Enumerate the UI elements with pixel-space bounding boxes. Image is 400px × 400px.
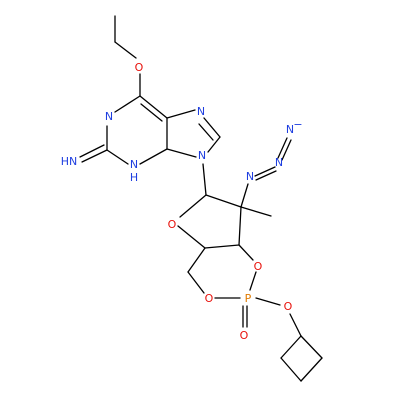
bond-n3-c4 [139, 148, 168, 165]
atom-azide-n3: N [286, 123, 294, 136]
bond-azide-12b [255, 170, 277, 181]
bond-cb-1 [300, 335, 323, 359]
bond-c2p-c3p [238, 206, 242, 246]
bond-n9-c1p [202, 163, 207, 196]
bond-cb-4 [280, 335, 302, 359]
atom-azide-n2: N [275, 156, 283, 169]
atom-o-ester: O [284, 300, 293, 313]
bond-c5-c6-inner [140, 103, 163, 122]
bond-ethyl-2 [114, 41, 137, 59]
bond-n9-c4 [166, 148, 197, 158]
atom-nh-ring: N [130, 158, 138, 171]
atom-o-double: O [240, 329, 249, 342]
atom-o-ethoxy: O [135, 61, 144, 74]
atom-n-ring-top: N [197, 105, 205, 118]
atom-imine-hn: HN [61, 155, 78, 168]
atom-labels: O N N HN N H N N N N − O O O P O O [61, 61, 303, 342]
atom-o-left: O [205, 292, 214, 305]
bond-azide-23a [277, 137, 288, 159]
bond-c5-n7 [166, 109, 196, 119]
bond-c2-n3 [106, 149, 129, 165]
bond-c8-n9 [207, 136, 221, 153]
bond-cb-3 [280, 357, 302, 382]
bond-n7-c8 [203, 117, 221, 138]
atom-azide-n1: N [246, 170, 254, 183]
atom-n9: N [198, 149, 206, 162]
bond-cb-2 [300, 357, 323, 382]
bond-n7-c8-inner [198, 123, 214, 141]
bonds [79, 15, 323, 382]
bond-c1p-c2p [205, 194, 242, 208]
bond-azide-12a [254, 166, 276, 177]
bond-p-oester [255, 297, 281, 306]
atom-azide-minus: − [293, 118, 302, 131]
bond-o-p [249, 271, 257, 291]
atom-n-ring-left: N [105, 110, 113, 123]
bond-c2-imine-b [79, 144, 105, 158]
bond-c5p-o [187, 271, 205, 294]
bond-o4p-c4p [177, 225, 206, 249]
bond-c2p-azide [240, 183, 249, 208]
bond-c2p-methyl [240, 206, 272, 217]
bond-c4p-c5p [187, 247, 206, 273]
bond-azide-23b [281, 139, 292, 161]
atom-o-right: O [254, 260, 263, 273]
atom-o-sugar: O [168, 218, 177, 231]
atom-nh-h: H [130, 171, 138, 184]
bond-c5-c6 [139, 95, 168, 119]
bond-c2-imine-a [81, 149, 108, 163]
bond-c1p-o4p [179, 194, 207, 218]
bond-c3p-c4p [204, 244, 240, 249]
bond-c6-n1 [114, 95, 141, 113]
atom-phosphorus: P [245, 292, 252, 305]
bond-oester-cb [289, 313, 302, 337]
bond-c3p-o [238, 244, 254, 261]
